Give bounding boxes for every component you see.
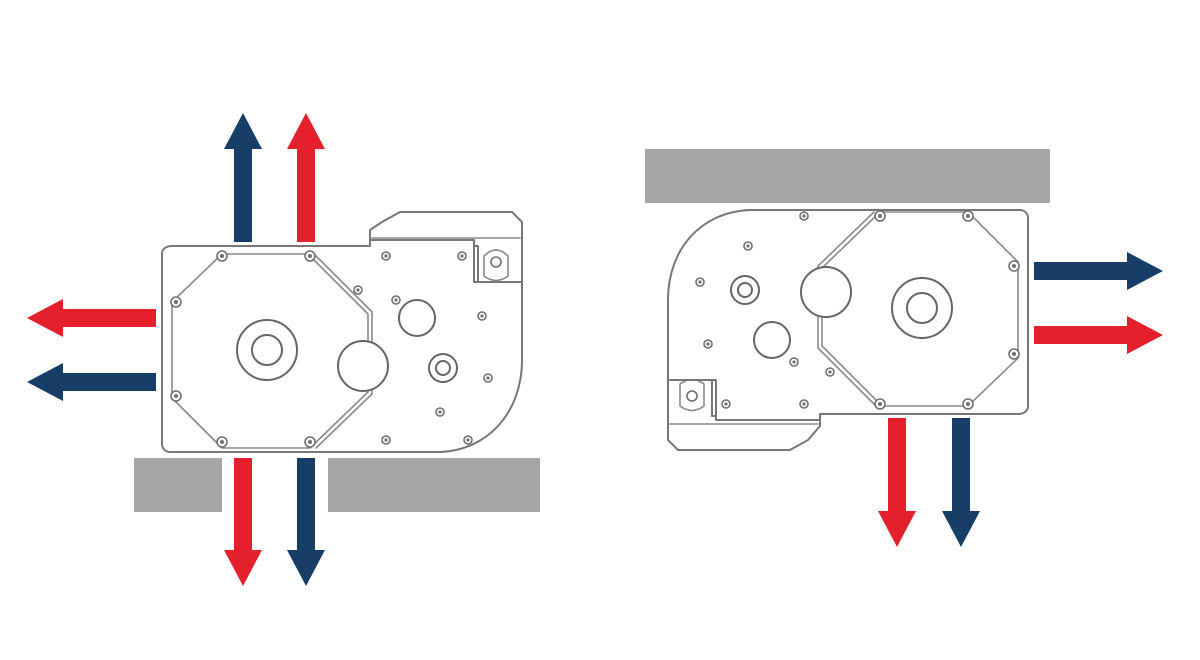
arrow-right-unit-down-blue — [942, 418, 980, 547]
left-bolts — [170, 250, 493, 448]
arrow-right-unit-right-red — [1034, 316, 1163, 354]
left-holes — [236, 299, 458, 392]
right-bolts — [695, 210, 1020, 410]
arrow-left-unit-left-blue — [27, 363, 156, 401]
right-unit — [645, 149, 1050, 451]
left-inner-plate — [171, 253, 369, 449]
arrow-left-unit-down-red — [224, 458, 262, 586]
right-holes — [730, 266, 953, 359]
left-floor-wall-right — [328, 458, 540, 512]
arrow-left-unit-up-red — [287, 113, 325, 242]
left-unit — [134, 211, 540, 512]
arrow-left-unit-down-blue — [287, 458, 325, 586]
arrow-right-unit-down-red — [878, 418, 916, 547]
left-floor-wall-left — [134, 458, 222, 512]
right-latch-screw — [686, 390, 698, 402]
left-cover-latch — [483, 249, 509, 282]
arrow-right-unit-right-blue — [1034, 252, 1163, 290]
right-ceiling-wall — [645, 149, 1050, 203]
left-unit-body — [161, 239, 523, 453]
arrow-left-unit-left-red — [27, 299, 156, 337]
arrow-left-unit-up-blue — [224, 113, 262, 242]
right-unit-body — [667, 209, 1029, 421]
left-latch-screw — [490, 256, 502, 268]
airflow-arrows — [27, 113, 1163, 586]
